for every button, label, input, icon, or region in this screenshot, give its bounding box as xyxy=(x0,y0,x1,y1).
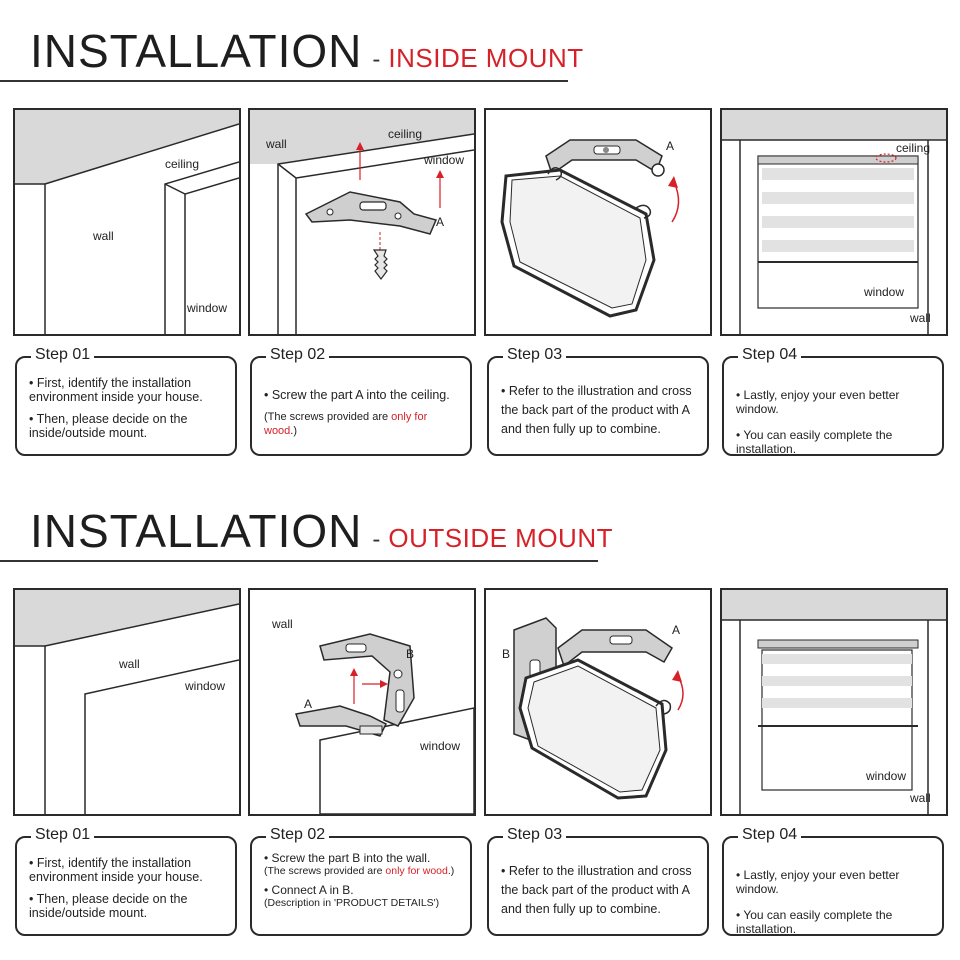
label-ceiling: ceiling xyxy=(165,157,199,171)
label-window: window xyxy=(184,679,225,693)
label-wall: wall xyxy=(265,137,287,151)
label-part-a: A xyxy=(304,697,312,711)
step-box-02: Step 02 • Screw the part B into the wall… xyxy=(250,826,472,936)
step-text: • Then, please decide on the inside/outs… xyxy=(29,892,188,920)
label-window: window xyxy=(423,153,464,167)
step-text: • First, identify the installation envir… xyxy=(29,856,203,884)
step-label: Step 01 xyxy=(31,346,95,364)
step-note: (Description in 'PRODUCT DETAILS') xyxy=(264,897,440,909)
title-main: INSTALLATION xyxy=(30,505,363,557)
step-label: Step 03 xyxy=(503,826,567,844)
finished-blind-inside-illustration: ceiling window wall xyxy=(722,110,946,334)
note-end: .) xyxy=(290,425,298,437)
step-box-01: Step 01 • First, identify the installati… xyxy=(15,346,237,456)
note-end: .) xyxy=(447,865,455,877)
step-text: • Screw the part B into the wall. xyxy=(264,851,431,865)
label-window: window xyxy=(419,739,460,753)
step-label: Step 04 xyxy=(738,346,802,364)
step-label: Step 03 xyxy=(503,346,567,364)
step-box-04: Step 04 • Lastly, enjoy your even better… xyxy=(722,826,944,936)
step-text: • Refer to the illustration and cross th… xyxy=(501,864,692,916)
title-dash: - xyxy=(372,46,381,73)
title-subtitle: OUTSIDE MOUNT xyxy=(388,523,613,553)
title-subtitle: INSIDE MOUNT xyxy=(388,43,584,73)
title-underline xyxy=(0,560,598,562)
step-box-03: Step 03 • Refer to the illustration and … xyxy=(487,346,709,456)
finished-blind-outside-illustration: window wall xyxy=(722,590,946,814)
step-label: Step 04 xyxy=(738,826,802,844)
label-wall: wall xyxy=(909,791,931,805)
note-text: (The screws provided are xyxy=(264,411,392,423)
screw-bracket-wall-illustration: wall B A window xyxy=(271,617,474,814)
label-ceiling: ceiling xyxy=(388,127,422,141)
step-box-04: Step 04 • Lastly, enjoy your even better… xyxy=(722,346,944,456)
step-label: Step 02 xyxy=(266,346,330,364)
room-corner-illustration: ceiling wall window xyxy=(15,110,239,334)
wall-window-illustration: wall window xyxy=(15,590,239,814)
step-note: (The screws provided are only for wood.) xyxy=(264,865,462,878)
section-title: INSTALLATION-OUTSIDE MOUNT xyxy=(30,504,613,558)
note-highlight: only for wood xyxy=(264,411,428,437)
step-text: • Lastly, enjoy your even better window. xyxy=(736,868,900,896)
note-highlight: only for wood xyxy=(385,865,448,877)
illustration-panel-1: ceiling wall window xyxy=(13,108,241,336)
label-ceiling: ceiling xyxy=(896,141,930,155)
step-text: • First, identify the installation envir… xyxy=(29,376,203,404)
illustration-panel-1: wall window xyxy=(13,588,241,816)
illustration-panel-3: A xyxy=(484,108,712,336)
combine-product-illustration: A xyxy=(500,139,680,318)
illustration-panel-2: wall ceiling window A xyxy=(248,108,476,336)
step-label: Step 02 xyxy=(266,826,330,844)
step-box-01: Step 01 • First, identify the installati… xyxy=(15,826,237,936)
label-wall: wall xyxy=(118,657,140,671)
label-wall: wall xyxy=(271,617,293,631)
step-text: • Then, please decide on the inside/outs… xyxy=(29,412,188,440)
section-outside-mount: INSTALLATION-OUTSIDE MOUNT wall window xyxy=(0,480,960,960)
step-text: • Refer to the illustration and cross th… xyxy=(501,384,692,436)
section-inside-mount: INSTALLATION-INSIDE MOUNT ceiling wall w… xyxy=(0,24,948,456)
label-part-a: A xyxy=(672,623,680,637)
step-text: • Connect A in B. xyxy=(264,883,354,897)
title-main: INSTALLATION xyxy=(30,25,363,77)
illustration-panel-3: A B xyxy=(484,588,712,816)
step-text: • You can easily complete the installati… xyxy=(736,908,893,936)
step-text: • Lastly, enjoy your even better window. xyxy=(736,388,900,416)
illustration-panel-2: wall B A window xyxy=(248,588,476,816)
label-window: window xyxy=(865,769,906,783)
step-box-02: Step 02 • Screw the part A into the ceil… xyxy=(250,346,472,456)
title-underline xyxy=(0,80,568,82)
step-text: • Screw the part A into the ceiling. xyxy=(264,388,450,402)
label-window: window xyxy=(186,301,227,315)
step-note: (The screws provided are only for wood.) xyxy=(264,410,462,438)
illustration-panel-4: window wall xyxy=(720,588,948,816)
label-part-a: A xyxy=(666,139,674,153)
label-part-a: A xyxy=(436,215,444,229)
label-part-b: B xyxy=(502,647,510,661)
step-box-03: Step 03 • Refer to the illustration and … xyxy=(487,826,709,936)
note-text: (The screws provided are xyxy=(264,865,386,877)
label-part-b: B xyxy=(406,647,414,661)
combine-product-outside-illustration: A B xyxy=(502,617,684,800)
section-title: INSTALLATION-INSIDE MOUNT xyxy=(30,24,584,78)
label-wall: wall xyxy=(92,229,114,243)
step-text: • You can easily complete the installati… xyxy=(736,428,893,456)
screw-bracket-ceiling-illustration: wall ceiling window A xyxy=(250,110,474,334)
title-dash: - xyxy=(372,526,381,553)
label-wall: wall xyxy=(909,311,931,325)
step-label: Step 01 xyxy=(31,826,95,844)
illustration-panel-4: ceiling window wall xyxy=(720,108,948,336)
label-window: window xyxy=(863,285,904,299)
